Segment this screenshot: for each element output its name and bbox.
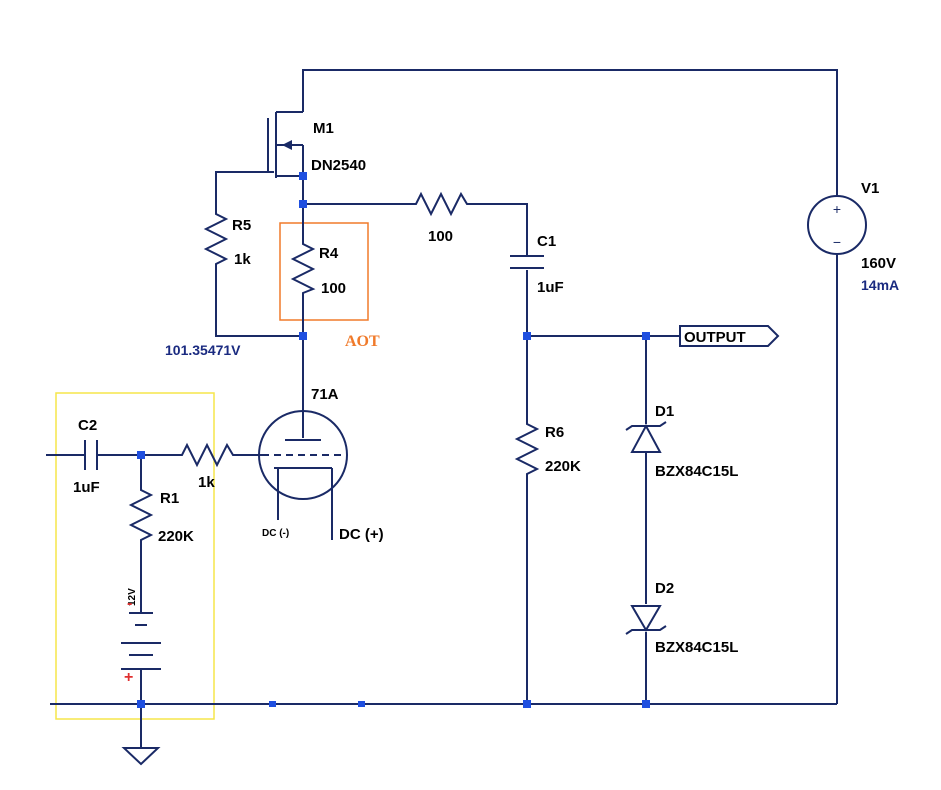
d1-ref-label: D1 <box>655 403 674 420</box>
m1-ref-label: M1 <box>313 120 334 137</box>
battery-plus-label: + <box>124 669 133 686</box>
r6-resistor-symbol <box>514 418 540 478</box>
ground-icon <box>121 747 161 766</box>
r-series-resistor-symbol <box>410 191 474 217</box>
r4-value-label: 100 <box>321 280 346 297</box>
r5-resistor-symbol <box>203 208 229 270</box>
tube-pin-left-label: DC (-) <box>262 528 289 539</box>
r6-ref-label: R6 <box>545 424 564 441</box>
c2-capacitor-symbol <box>84 440 98 470</box>
battery-symbol <box>121 612 161 670</box>
r5-ref-label: R5 <box>232 217 251 234</box>
tube-ref-label: 71A <box>311 386 339 403</box>
output-net-label: OUTPUT <box>684 329 746 346</box>
c2-ref-label: C2 <box>78 417 97 434</box>
r1-ref-label: R1 <box>160 490 179 507</box>
r1-value-label: 220K <box>158 528 194 545</box>
d1-value-label: BZX84C15L <box>655 463 738 480</box>
r5-value-label: 1k <box>234 251 251 268</box>
v1-voltage-source-symbol: + − <box>807 195 867 255</box>
aot-highlight-box <box>279 222 369 321</box>
v1-minus-sign: − <box>833 234 841 250</box>
aot-label: AOT <box>345 333 380 350</box>
v1-value-label: 160V <box>861 255 896 272</box>
c1-value-label: 1uF <box>537 279 564 296</box>
m1-mosfet-symbol <box>267 111 304 178</box>
tube-71a-symbol <box>258 410 348 500</box>
r-grid-resistor-symbol <box>176 442 238 468</box>
plate-voltage-label: 101.35471V <box>165 342 241 358</box>
m1-value-label: DN2540 <box>311 157 366 174</box>
grid-bias-highlight-box <box>55 392 215 720</box>
battery-voltage-label: 12V <box>127 588 138 606</box>
c2-value-label: 1uF <box>73 479 100 496</box>
battery-minus-label: - <box>127 595 132 612</box>
r4-ref-label: R4 <box>319 245 339 262</box>
d1-zener-symbol <box>625 421 667 453</box>
r6-value-label: 220K <box>545 458 581 475</box>
c1-capacitor-symbol <box>510 255 544 269</box>
r1-resistor-symbol <box>128 484 154 544</box>
v1-ref-label: V1 <box>861 180 879 197</box>
r-series-value-label: 100 <box>428 228 453 245</box>
d2-zener-symbol <box>625 605 667 635</box>
v1-current-label: 14mA <box>861 277 899 293</box>
d2-ref-label: D2 <box>655 580 674 597</box>
tube-pin-right-label: DC (+) <box>339 526 384 543</box>
v1-plus-sign: + <box>833 201 841 217</box>
output-port-flag <box>679 325 780 347</box>
r-grid-value-label: 1k <box>198 474 215 491</box>
junction-dots <box>137 172 650 708</box>
d2-value-label: BZX84C15L <box>655 639 738 656</box>
c1-ref-label: C1 <box>537 233 556 250</box>
r4-resistor-symbol <box>290 238 316 296</box>
